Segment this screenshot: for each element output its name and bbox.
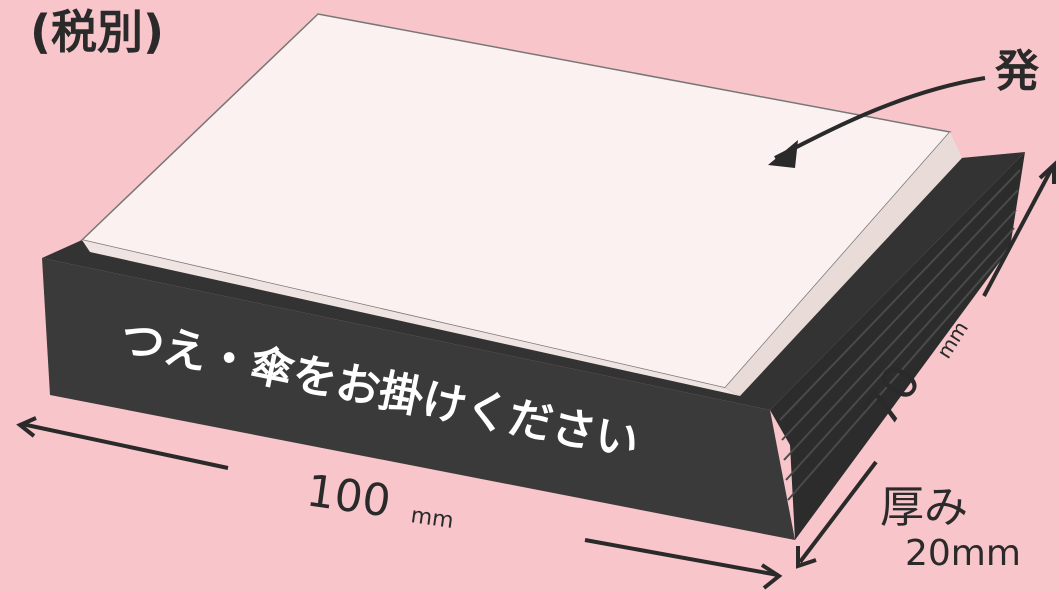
pad-pointer-arrowhead [768,140,798,168]
side-ribs [779,169,1021,501]
tax-note: (税別) [30,5,164,59]
thickness-dimension [796,460,878,569]
width-dimension [16,416,783,590]
pad-callout-text: 発 [994,46,1040,97]
top-pad-edge [725,132,962,396]
thickness-label: 厚み [880,482,968,533]
thickness-value: 20mm [905,533,1021,574]
width-unit: mm [409,503,455,534]
top-pad-front-edge [82,240,740,396]
depth-dimension [982,160,1056,297]
width-label: 100 [303,465,393,527]
block-front-face [42,258,795,540]
